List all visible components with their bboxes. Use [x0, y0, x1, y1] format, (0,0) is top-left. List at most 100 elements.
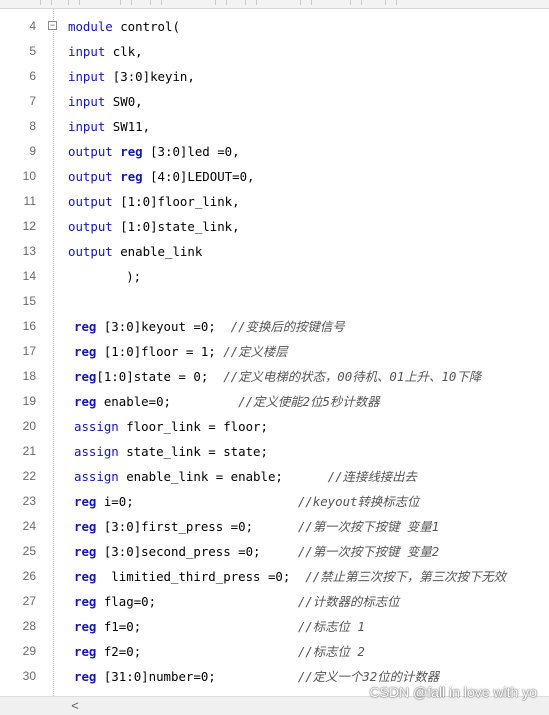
code-keyword: output: [68, 244, 113, 259]
line-number: 20: [22, 419, 36, 433]
code-line[interactable]: 15: [0, 289, 549, 314]
code-keyword: assign: [74, 419, 119, 434]
fold-collapse-icon[interactable]: −: [48, 20, 57, 30]
code-keyword: reg: [74, 394, 97, 409]
code-text: assign state_link = state;: [74, 439, 268, 464]
code-line[interactable]: 17 reg [1:0]floor = 1; //定义楼层: [0, 339, 549, 364]
code-line[interactable]: 16 reg [3:0]keyout =0; //变换后的按键信号: [0, 314, 549, 339]
line-number: 6: [29, 69, 36, 83]
code-line[interactable]: 20 assign floor_link = floor;: [0, 414, 549, 439]
code-text: input SW11,: [68, 114, 150, 139]
toolbar-button[interactable]: [68, 0, 80, 5]
code-keyword: reg: [120, 169, 143, 184]
code-token: control(: [112, 19, 180, 34]
code-line[interactable]: 14 );: [0, 264, 549, 289]
code-token: [1:0]floor_link,: [112, 194, 240, 209]
code-token: );: [74, 269, 142, 284]
code-text: output reg [4:0]LEDOUT=0,: [68, 164, 255, 189]
code-keyword: output: [68, 194, 113, 209]
code-text: reg[1:0]state = 0; //定义电梯的状态，00待机、01上升、1…: [74, 364, 481, 389]
code-keyword: input: [68, 44, 106, 59]
toolbar-button[interactable]: [245, 0, 257, 5]
code-keyword: output: [68, 144, 113, 159]
line-number: 25: [22, 544, 36, 558]
line-number: 23: [22, 494, 36, 508]
line-number: 10: [22, 169, 36, 183]
code-text: reg [3:0]keyout =0; //变换后的按键信号: [74, 314, 345, 339]
toolbar-button[interactable]: [215, 0, 227, 5]
toolbar: [0, 0, 549, 9]
code-token: floor_link = floor;: [118, 419, 268, 434]
code-text: input clk,: [68, 39, 143, 64]
code-text: reg limitied_third_press =0; //禁止第三次按下，第…: [74, 564, 506, 589]
code-comment: //标志位 1: [297, 619, 365, 634]
line-number: 12: [22, 219, 36, 233]
code-text: reg i=0; //keyout转换标志位: [74, 489, 419, 514]
code-line[interactable]: 21 assign state_link = state;: [0, 439, 549, 464]
line-number: 13: [22, 244, 36, 258]
line-number: 5: [29, 44, 36, 58]
code-token: [1:0]floor = 1;: [96, 344, 224, 359]
toolbar-button[interactable]: [385, 0, 397, 5]
code-token: f1=0;: [96, 619, 298, 634]
code-token: clk,: [105, 44, 143, 59]
code-text: assign enable_link = enable; //连接线接出去: [74, 464, 417, 489]
line-number: 24: [22, 519, 36, 533]
line-number: 16: [22, 319, 36, 333]
code-token: [3:0]second_press =0;: [96, 544, 298, 559]
code-text: reg [3:0]second_press =0; //第一次按下按键 变量2: [74, 539, 439, 564]
code-line[interactable]: 23 reg i=0; //keyout转换标志位: [0, 489, 549, 514]
code-token: [3:0]keyin,: [105, 69, 195, 84]
toolbar-button[interactable]: [40, 0, 52, 5]
line-number: 21: [22, 444, 36, 458]
code-line[interactable]: 6 input [3:0]keyin,: [0, 64, 549, 89]
scroll-left-arrow-icon[interactable]: <: [71, 698, 79, 713]
toolbar-button[interactable]: [150, 0, 162, 5]
code-keyword: output: [68, 169, 113, 184]
code-token: enable=0;: [96, 394, 239, 409]
horizontal-scrollbar[interactable]: <: [0, 696, 549, 715]
code-token: flag=0;: [96, 594, 298, 609]
line-number: 17: [22, 344, 36, 358]
code-text: reg [1:0]floor = 1; //定义楼层: [74, 339, 288, 364]
code-line[interactable]: 4−module control(: [0, 14, 549, 39]
code-line[interactable]: 5 input clk,: [0, 39, 549, 64]
code-keyword: reg: [74, 544, 97, 559]
code-comment: //定义楼层: [223, 344, 288, 359]
code-token: [3:0]first_press =0;: [96, 519, 298, 534]
code-text: reg flag=0; //计数器的标志位: [74, 589, 399, 614]
code-line[interactable]: 25 reg [3:0]second_press =0; //第一次按下按键 变量…: [0, 539, 549, 564]
code-text: reg enable=0; //定义使能2位5秒计数器: [74, 389, 380, 414]
code-line[interactable]: 10 output reg [4:0]LEDOUT=0,: [0, 164, 549, 189]
code-text: assign floor_link = floor;: [74, 414, 268, 439]
code-text: reg [3:0]first_press =0; //第一次按下按键 变量1: [74, 514, 439, 539]
code-keyword: reg: [74, 319, 97, 334]
code-keyword: module: [68, 19, 113, 34]
code-text: input [3:0]keyin,: [68, 64, 195, 89]
code-text: reg f2=0; //标志位 2: [74, 639, 365, 664]
toolbar-button[interactable]: [350, 0, 362, 5]
toolbar-button[interactable]: [120, 0, 132, 5]
code-line[interactable]: 24 reg [3:0]first_press =0; //第一次按下按键 变量1: [0, 514, 549, 539]
code-comment: //变换后的按键信号: [230, 319, 345, 334]
code-text: output reg [3:0]led =0,: [68, 139, 240, 164]
toolbar-button[interactable]: [300, 0, 312, 5]
code-text: reg [31:0]number=0; //定义一个32位的计数器: [74, 664, 439, 689]
code-comment: //定义电梯的状态，00待机、01上升、10下降: [223, 369, 482, 384]
line-number: 28: [22, 619, 36, 633]
